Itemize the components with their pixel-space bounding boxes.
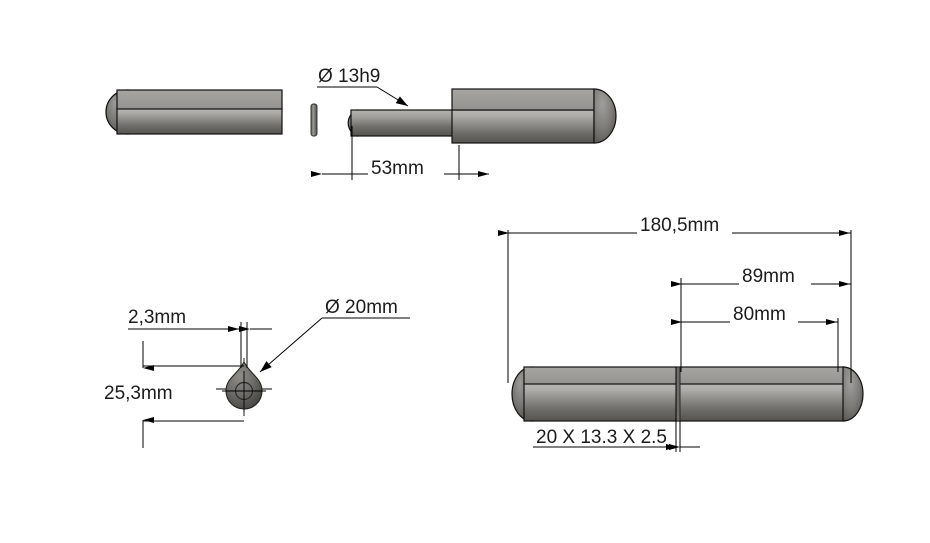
washer-edge-view <box>310 103 318 137</box>
dimension-80mm <box>671 303 839 372</box>
full-assembly-view <box>511 366 864 422</box>
diameter-13h9-callout <box>317 86 409 107</box>
assembly-body-lower <box>451 109 595 144</box>
dimension-53mm <box>311 126 489 180</box>
assembly-body-band <box>451 88 595 111</box>
dimension-89mm <box>671 265 851 372</box>
dimension-25-3mm <box>142 341 244 448</box>
dim-53-text-mask <box>368 157 444 179</box>
assembly-right-cap <box>593 88 617 144</box>
pin-body-band <box>116 89 283 110</box>
dimension-25-3mm-label: 25,3mm <box>104 383 173 404</box>
diameter-13h9-label: Ø 13h9 <box>318 66 380 87</box>
dimension-89mm-label: 89mm <box>742 266 795 287</box>
gap-dimension-callout <box>533 367 700 452</box>
assembly2-parting-gap <box>675 366 681 422</box>
dim-1805-text-mask <box>637 214 732 236</box>
assembly-side-view <box>347 88 617 144</box>
dimension-2-3mm-label: 2,3mm <box>128 307 186 328</box>
assembly2-body-band <box>523 366 845 385</box>
dimension-180-5mm-label: 180,5mm <box>640 215 719 236</box>
pin-side-view <box>105 89 283 135</box>
dim-80-text-mask <box>730 303 798 325</box>
dimension-180-5mm <box>498 214 852 383</box>
washer-edge <box>310 103 318 137</box>
dimension-80mm-label: 80mm <box>733 304 786 325</box>
diameter-20mm-label: Ø 20mm <box>325 297 398 318</box>
spec-note-label: 20 X 13.3 X 2.5 <box>536 427 667 448</box>
dimension-53mm-label: 53mm <box>371 158 424 179</box>
thin-pin-shaft <box>350 109 462 137</box>
assembly2-body-lower <box>523 382 845 422</box>
diameter-20mm-callout <box>259 317 410 373</box>
assembly2-right-cap <box>842 366 864 422</box>
dimension-2-3mm <box>128 322 272 368</box>
cross-section-view <box>216 358 272 416</box>
diameter-13h9-leader <box>376 86 409 107</box>
diameter-20-leader <box>259 317 323 373</box>
dim-89-text-mask <box>739 265 811 287</box>
pin-body-lower <box>116 107 283 135</box>
